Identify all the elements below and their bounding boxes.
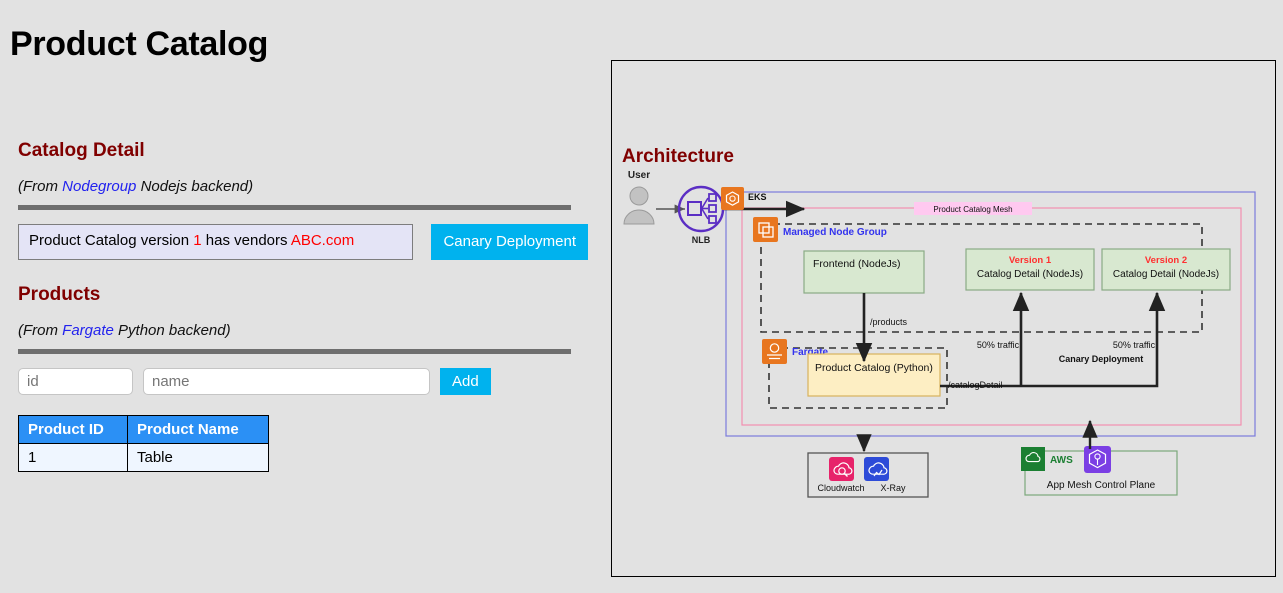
managed-node-group-icon — [753, 217, 778, 242]
aws-cloud-icon — [1021, 447, 1045, 471]
catalog-detail-path-label: /catalogDetail — [948, 380, 1003, 390]
product-name-input[interactable] — [143, 367, 430, 395]
app-mesh-icon — [1084, 446, 1111, 473]
cell-product-id: 1 — [18, 442, 128, 472]
cloudwatch-label: Cloudwatch — [817, 483, 864, 493]
page-title: Product Catalog — [10, 24, 269, 63]
mesh-label: Product Catalog Mesh — [933, 205, 1012, 214]
fargate-label: Fargate — [792, 347, 829, 358]
catalog-detail-subtitle-suffix: Nodejs backend) — [136, 178, 254, 195]
eks-cluster-boundary — [725, 191, 1256, 437]
nlb-icon — [677, 185, 725, 233]
fargate-link[interactable]: Fargate — [62, 321, 114, 339]
nlb-label: NLB — [692, 235, 711, 245]
user-label: User — [628, 170, 650, 181]
catalog-detail-route-right — [940, 291, 1166, 388]
products-subtitle-suffix: Python backend) — [113, 321, 231, 339]
fargate-icon — [762, 339, 787, 364]
traffic-right-label: 50% traffic — [1113, 340, 1156, 350]
products-table-head: Product ID Product Name — [18, 414, 269, 444]
products-heading: Products — [18, 283, 101, 305]
observability-box — [807, 452, 929, 498]
alert-version-value: 1 — [193, 232, 202, 249]
products-table: Product ID Product Name 1 Table — [18, 414, 269, 472]
version1-subtitle: Catalog Detail (NodeJs) — [977, 269, 1083, 280]
version2-title: Version 2 — [1145, 255, 1187, 266]
cloudwatch-icon — [829, 457, 854, 481]
table-header-row: Product ID Product Name — [18, 414, 269, 444]
add-product-button[interactable]: Add — [440, 367, 491, 395]
product-catalog-python-box — [807, 353, 941, 397]
version2-subtitle: Catalog Detail (NodeJs) — [1113, 269, 1219, 280]
version1-title: Version 1 — [1009, 255, 1052, 266]
architecture-diagram: Product Catalog Mesh User NLB — [623, 170, 1256, 498]
products-subtitle-prefix: (From — [18, 321, 63, 339]
mesh-label-chip — [914, 202, 1032, 215]
products-table-body: 1 Table — [18, 442, 269, 472]
aws-label: AWS — [1050, 455, 1073, 466]
products-subtitle: (From Fargate Python backend) — [18, 322, 588, 339]
catalog-detail-divider — [18, 205, 571, 210]
product-id-input[interactable] — [18, 367, 133, 395]
xray-label: X-Ray — [880, 483, 906, 493]
eks-icon — [721, 187, 744, 210]
left-content-column: Catalog Detail (From Nodegroup Nodejs ba… — [18, 140, 588, 472]
alert-text-2: has vendors — [201, 232, 291, 249]
products-path-label: /products — [870, 317, 908, 327]
add-product-form: Add — [18, 367, 588, 395]
catalog-detail-heading: Catalog Detail — [18, 140, 145, 161]
version2-box — [1101, 248, 1231, 291]
version1-box — [965, 248, 1095, 291]
canary-deployment-button[interactable]: Canary Deployment — [431, 224, 588, 260]
nodegroup-link[interactable]: Nodegroup — [62, 178, 137, 195]
architecture-panel: Architecture Product Catalog Mesh User — [611, 60, 1276, 577]
user-icon — [623, 186, 655, 225]
column-header-product-id: Product ID — [18, 414, 128, 444]
canary-deployment-label: Canary Deployment — [1059, 354, 1144, 364]
catalog-version-alert: Product Catalog version 1 has vendors AB… — [18, 224, 414, 260]
eks-label: EKS — [748, 192, 767, 202]
catalog-detail-subtitle-prefix: (From — [18, 178, 63, 195]
column-header-product-name: Product Name — [127, 414, 269, 444]
app-mesh-control-plane-label: App Mesh Control Plane — [1047, 480, 1156, 491]
catalog-detail-alert-row: Product Catalog version 1 has vendors AB… — [18, 224, 588, 260]
traffic-left-label: 50% traffic — [977, 340, 1020, 350]
architecture-heading: Architecture — [622, 146, 734, 167]
catalog-detail-subtitle: (From Nodegroup Nodejs backend) — [18, 178, 588, 195]
managed-node-group-label: Managed Node Group — [783, 227, 887, 238]
product-catalog-python-label: Product Catalog (Python) — [815, 362, 933, 374]
products-divider — [18, 348, 571, 354]
frontend-service-box — [803, 250, 925, 294]
frontend-label: Frontend (NodeJs) — [813, 258, 901, 270]
table-row: 1 Table — [18, 442, 269, 472]
xray-icon — [864, 457, 889, 481]
cell-product-name: Table — [127, 442, 269, 472]
alert-vendors-value: ABC.com — [290, 232, 355, 249]
alert-text-1: Product Catalog version — [29, 232, 194, 249]
